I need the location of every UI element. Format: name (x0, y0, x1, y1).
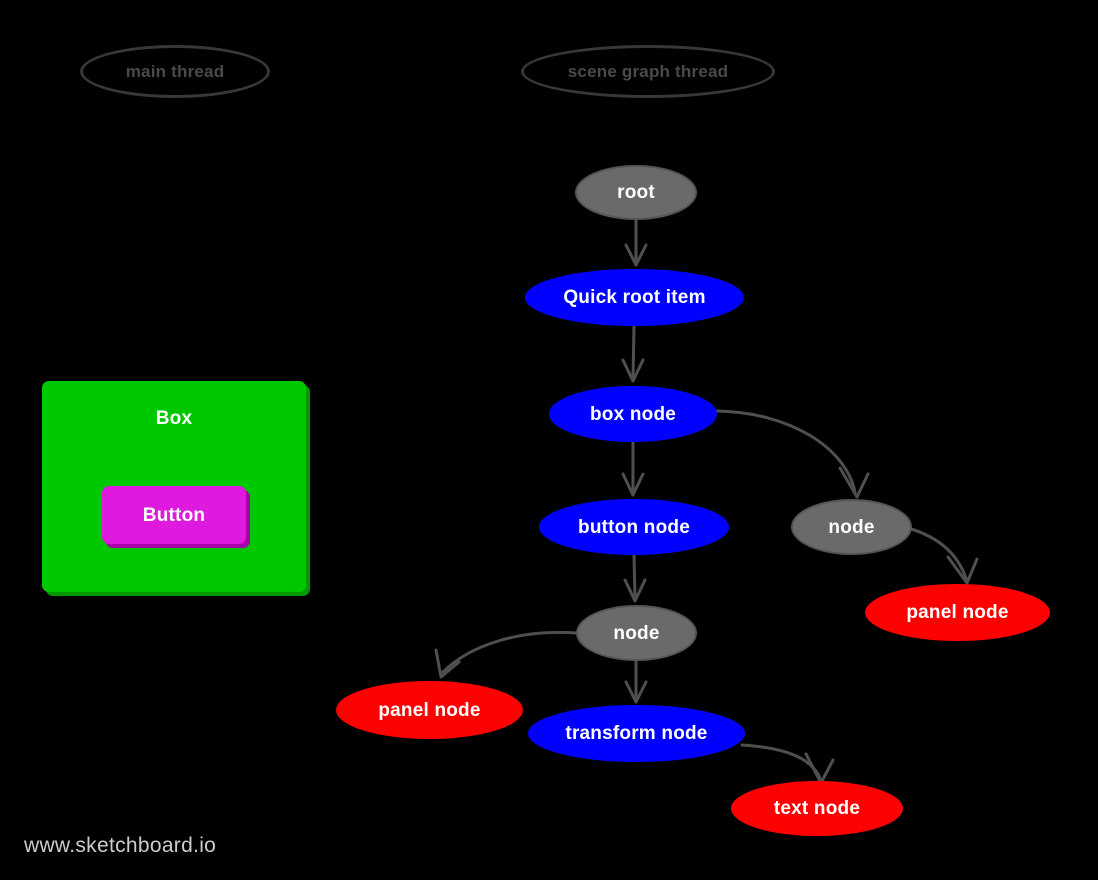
edge-box-node-to-node-right (714, 409, 870, 499)
node-panel-node-left[interactable]: panel node (336, 681, 523, 739)
edge-box-node-to-button-node (621, 440, 645, 497)
node-transform-node[interactable]: transform node (528, 705, 745, 762)
node-label: box node (589, 403, 677, 425)
watermark: www.sketchboard.io (24, 834, 217, 857)
lane-title-main-thread: main thread (80, 45, 270, 98)
node-label: node (613, 622, 660, 644)
node-node-right[interactable]: node (791, 499, 912, 555)
node-label: panel node (906, 602, 1009, 623)
edge-node-center-to-panel-node-left (434, 630, 578, 679)
edge-node-center-to-transform-node (624, 660, 648, 704)
node-label: panel node (378, 699, 481, 721)
node-panel-node-right[interactable]: panel node (865, 584, 1050, 641)
edge-transform-node-to-text-node (740, 743, 835, 785)
node-quick-root-item[interactable]: Quick root item (525, 269, 744, 326)
node-root[interactable]: root (575, 165, 697, 220)
lane-title-label: main thread (125, 62, 225, 81)
node-node-center[interactable]: node (576, 605, 697, 661)
node-label: node (828, 516, 875, 538)
node-button-node[interactable]: button node (539, 499, 729, 555)
edge-quick-root-item-to-box-node (621, 324, 645, 383)
box-shape[interactable]: Box Button (42, 381, 306, 592)
edge-root-to-quick-root-item (624, 218, 648, 267)
node-label: button node (578, 516, 690, 538)
lane-title-label: scene graph thread (567, 62, 729, 81)
node-text-node[interactable]: text node (731, 781, 903, 836)
node-label: root (617, 182, 655, 203)
lane-title-scene-graph-thread: scene graph thread (521, 45, 775, 98)
box-label: Box (155, 408, 193, 429)
node-label: Quick root item (563, 287, 706, 308)
button-label: Button (142, 504, 206, 526)
node-label: transform node (565, 723, 708, 744)
edge-node-right-to-panel-node-right (906, 526, 979, 585)
button-shape[interactable]: Button (102, 486, 246, 544)
edge-button-node-to-node-center (623, 553, 647, 603)
node-box-node[interactable]: box node (549, 386, 717, 442)
node-label: text node (773, 798, 861, 819)
